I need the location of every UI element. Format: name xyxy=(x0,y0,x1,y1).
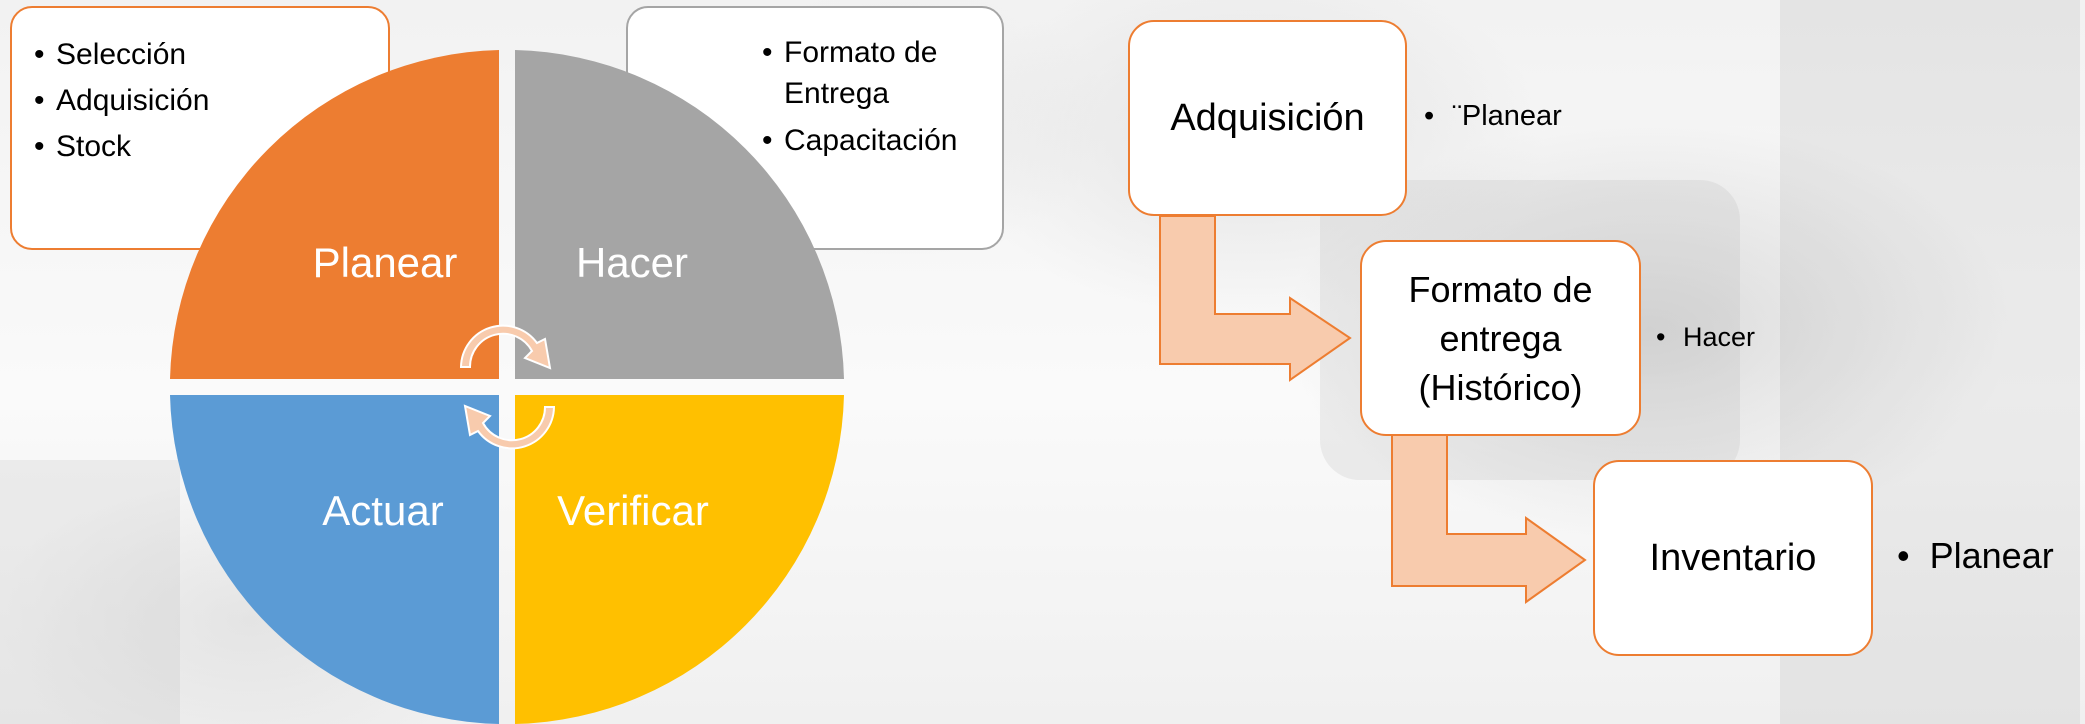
do-callout-list: Formato de Entrega Capacitación xyxy=(762,32,992,164)
do-callout-item: Capacitación xyxy=(762,118,992,164)
act-label: Actuar xyxy=(322,487,443,534)
do-label: Hacer xyxy=(576,239,688,286)
cycle-arrows-icon xyxy=(459,324,556,450)
plan-label: Planear xyxy=(313,239,458,286)
flow-step-note-text: Planear xyxy=(1929,535,2054,576)
check-label: Verificar xyxy=(557,487,709,534)
flow-step-note: ¨Planear xyxy=(1424,100,1562,133)
flow-step-note: Planear xyxy=(1897,535,2054,577)
cycle-arrow-bottom xyxy=(463,404,556,450)
flow-arrow-2 xyxy=(1391,431,1587,604)
flow-step-label: Inventario xyxy=(1649,536,1817,579)
do-callout-item: Formato de Entrega xyxy=(762,32,992,114)
pdca-cycle-diagram: Planear Hacer Actuar Verificar xyxy=(170,50,844,724)
do-quadrant xyxy=(515,50,844,379)
plan-callout-list: Selección Adquisición Stock xyxy=(34,32,209,170)
cycle-arrow-top xyxy=(459,324,552,370)
flow-step-delivery-format: Formato de entrega (Histórico) xyxy=(1360,240,1641,436)
flow-step-note-text: ¨Planear xyxy=(1452,100,1562,132)
background-floor-shape xyxy=(0,460,180,724)
plan-quadrant xyxy=(170,50,499,379)
flow-step-acquisition: Adquisición xyxy=(1128,20,1407,216)
flow-arrow-1 xyxy=(1159,215,1352,382)
flow-step-note-text: Hacer xyxy=(1682,322,1755,352)
plan-callout-item: Adquisición xyxy=(34,78,209,124)
plan-callout-item: Selección xyxy=(34,32,209,78)
check-quadrant xyxy=(515,395,844,724)
flow-step-inventory: Inventario xyxy=(1593,460,1873,656)
plan-callout-item: Stock xyxy=(34,124,209,170)
act-quadrant xyxy=(170,395,499,724)
flow-step-label: Formato de entrega (Histórico) xyxy=(1408,268,1593,408)
flow-step-note: Hacer xyxy=(1656,322,1755,353)
flow-step-label: Adquisición xyxy=(1170,96,1365,139)
